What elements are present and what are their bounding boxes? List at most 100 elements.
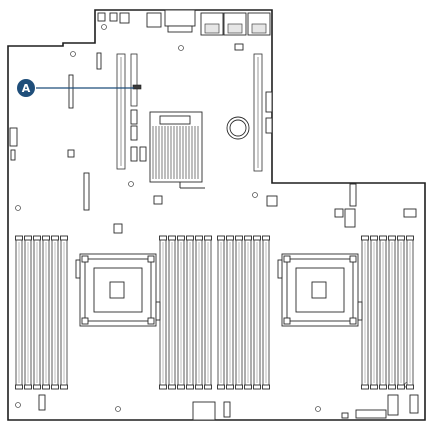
header-block-right	[344, 208, 356, 228]
dimm-latch-bottom	[42, 384, 50, 390]
tiny-header	[341, 412, 349, 419]
vga-connector-base	[167, 25, 193, 33]
small-header	[234, 43, 244, 51]
heatsink-clip	[159, 115, 191, 125]
dimm-latch-bottom	[159, 384, 167, 390]
usb-port	[146, 12, 162, 28]
socket-corner	[81, 255, 89, 263]
side-header	[265, 117, 273, 134]
dimm-latch-top	[195, 235, 203, 241]
header-block	[130, 146, 138, 162]
cmos-battery-inner	[229, 119, 247, 137]
callout-badge	[17, 79, 35, 97]
small-header	[113, 223, 123, 234]
dimm-latch-bottom	[217, 384, 225, 390]
socket-corner	[349, 255, 357, 263]
socket-corner	[147, 317, 155, 325]
socket-corner	[81, 317, 89, 325]
dimm-latch-top	[397, 235, 405, 241]
dimm-latch-top	[204, 235, 212, 241]
mounting-hole	[178, 45, 184, 51]
dimm-latch-top	[361, 235, 369, 241]
dimm-latch-top	[379, 235, 387, 241]
side-connector-small	[10, 149, 16, 161]
dimm-latch-bottom	[195, 384, 203, 390]
socket-corner	[283, 317, 291, 325]
cpu-socket-2	[277, 253, 363, 327]
dimm-latch-bottom	[388, 384, 396, 390]
dimm-latch-bottom	[244, 384, 252, 390]
dimm-latch-bottom	[253, 384, 261, 390]
dimm-latch-top	[226, 235, 234, 241]
callout-label: A	[22, 82, 31, 95]
lan-port-1-inner	[204, 23, 220, 34]
chipset-heatsink	[149, 111, 203, 183]
callout-target-header	[132, 84, 142, 90]
socket-lever	[155, 301, 161, 321]
dimm-latch-top	[33, 235, 41, 241]
small-header	[334, 208, 344, 218]
socket-corner	[283, 255, 291, 263]
vga-connector	[164, 9, 196, 27]
mounting-hole	[115, 406, 121, 412]
dimm-latch-top	[60, 235, 68, 241]
dimm-latch-top	[51, 235, 59, 241]
cpu-socket-1	[75, 253, 161, 327]
io-port	[97, 12, 106, 22]
mounting-hole	[128, 181, 134, 187]
side-header	[265, 91, 273, 113]
pcie-slot-short	[130, 53, 138, 107]
dimm-latch-bottom	[262, 384, 270, 390]
vertical-header	[68, 74, 74, 109]
side-connector	[9, 127, 18, 147]
power-connector-strip	[349, 183, 357, 207]
lan-port-2-inner	[227, 23, 243, 34]
bottom-header	[38, 394, 46, 411]
socket-center	[311, 281, 327, 299]
io-port	[119, 12, 130, 24]
dimm-latch-top	[186, 235, 194, 241]
dimm-latch-bottom	[226, 384, 234, 390]
bottom-power-connector	[192, 401, 216, 421]
jumper-block	[67, 149, 75, 158]
dimm-latch-top	[262, 235, 270, 241]
mounting-hole	[252, 192, 258, 198]
dimm-latch-bottom	[60, 384, 68, 390]
dimm-latch-bottom	[168, 384, 176, 390]
dimm-latch-top	[15, 235, 23, 241]
dimm-latch-top	[177, 235, 185, 241]
dimm-latch-top	[217, 235, 225, 241]
dimm-latch-bottom	[15, 384, 23, 390]
header-block	[139, 146, 147, 162]
mounting-hole	[101, 24, 107, 30]
dimm-latch-bottom	[177, 384, 185, 390]
dimm-latch-top	[406, 235, 414, 241]
dimm-latch-bottom	[406, 384, 414, 390]
small-vertical-header	[96, 52, 102, 70]
dimm-latch-top	[370, 235, 378, 241]
socket-lever	[75, 259, 81, 279]
socket-center	[109, 281, 125, 299]
bottom-right-header	[387, 394, 399, 416]
mounting-hole	[315, 406, 321, 412]
dimm-latch-top	[24, 235, 32, 241]
header-block	[130, 109, 138, 125]
vertical-header-lower	[83, 172, 90, 211]
fan-header-2	[266, 195, 278, 207]
dimm-latch-top	[159, 235, 167, 241]
header-block	[130, 125, 138, 141]
dimm-latch-bottom	[361, 384, 369, 390]
socket-corner	[147, 255, 155, 263]
dimm-latch-top	[388, 235, 396, 241]
mounting-hole	[15, 205, 21, 211]
front-panel-header	[355, 409, 387, 419]
rear-io-connectors	[97, 9, 271, 51]
bottom-right-header	[409, 394, 419, 414]
dimm-latch-top	[235, 235, 243, 241]
socket-corner	[349, 317, 357, 325]
socket-lever	[277, 259, 283, 279]
dimm-latch-top	[253, 235, 261, 241]
dimm-latch-bottom	[33, 384, 41, 390]
dimm-latch-bottom	[51, 384, 59, 390]
